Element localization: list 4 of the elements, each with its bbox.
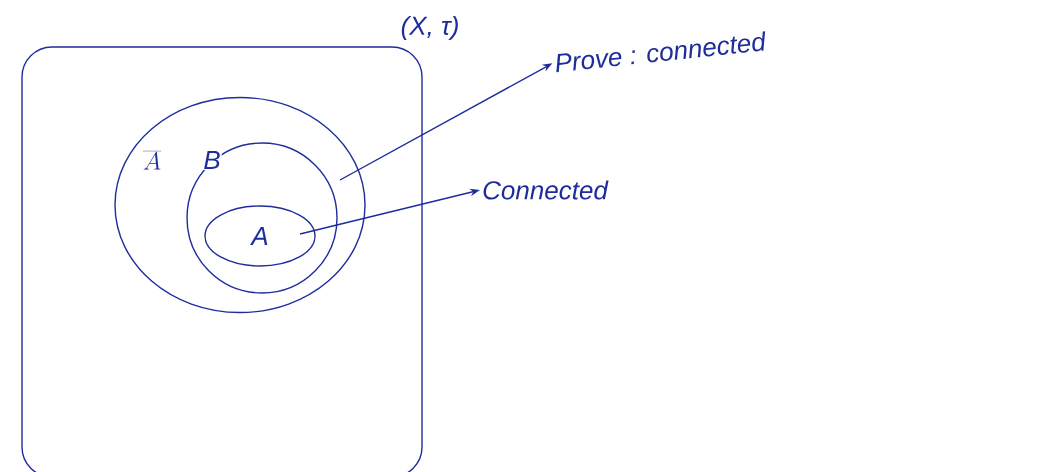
set-outline: A bbox=[204, 205, 316, 267]
note-text: Prove : connected bbox=[556, 31, 766, 73]
node-label: (X, τ) bbox=[401, 15, 458, 41]
note-text: Connected bbox=[483, 180, 609, 200]
